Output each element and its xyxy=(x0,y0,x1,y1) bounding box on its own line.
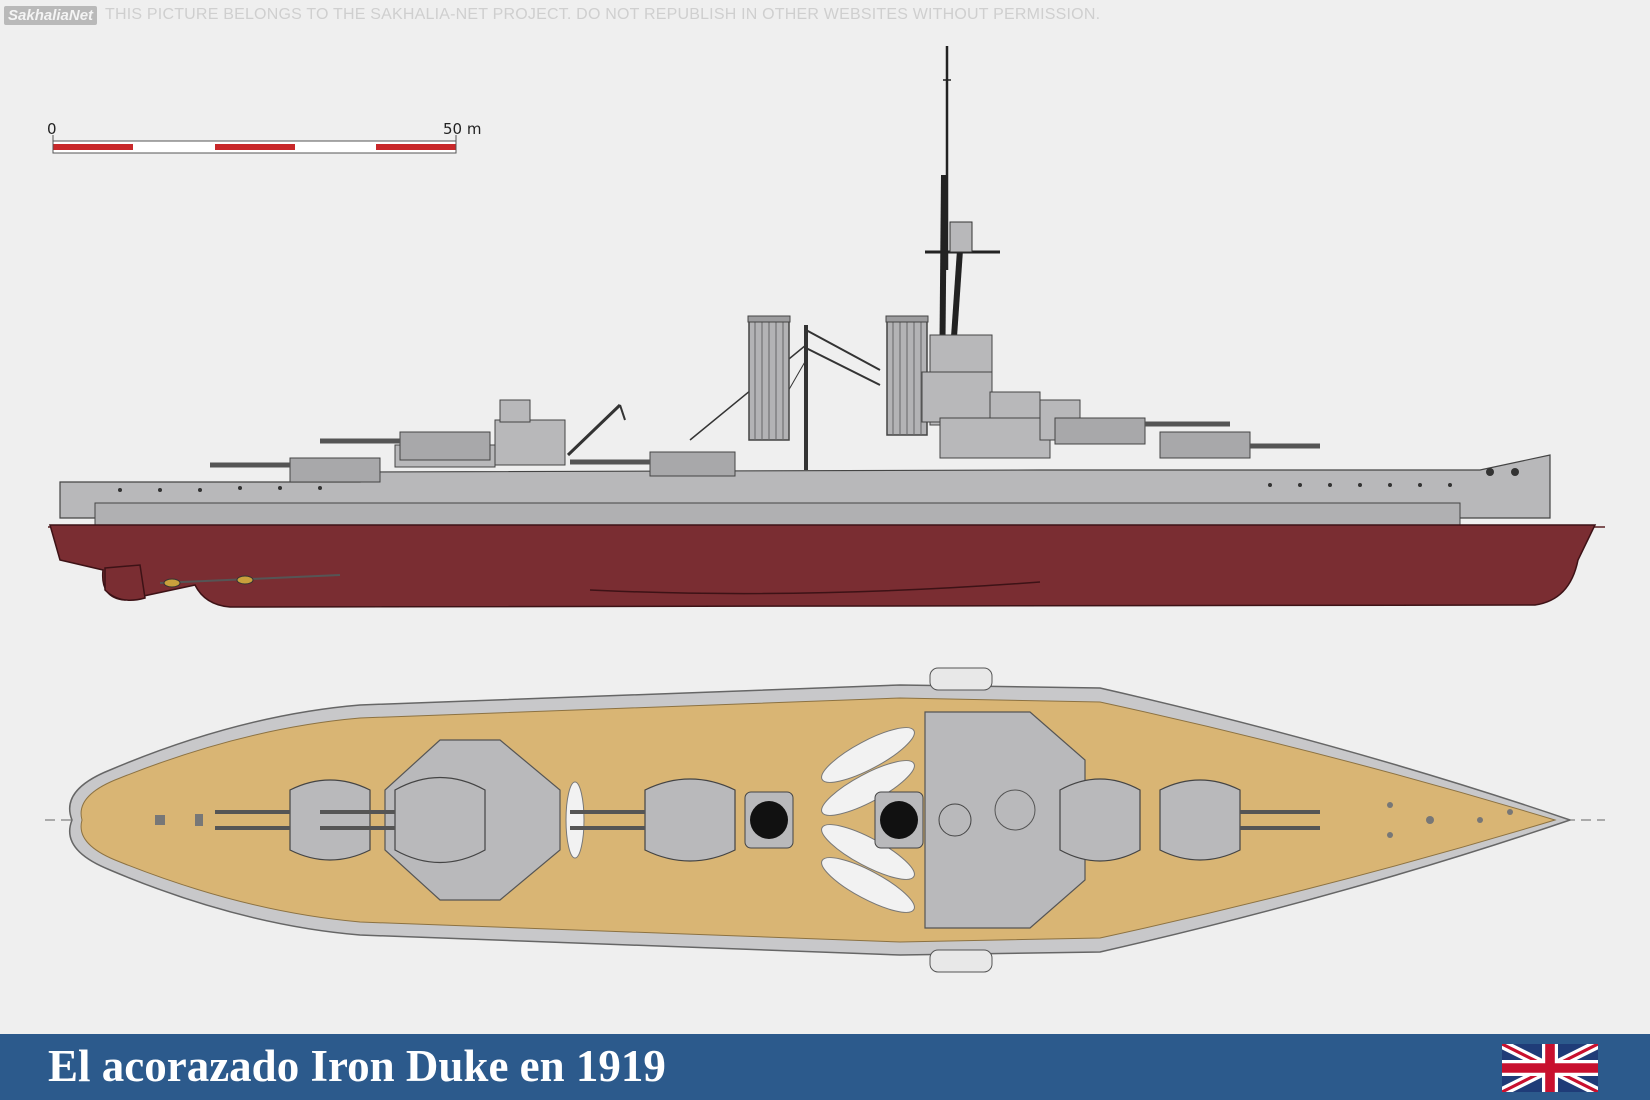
after-superstructure xyxy=(394,399,626,468)
profile-turrets xyxy=(210,417,1320,483)
union-jack-icon xyxy=(1502,1044,1598,1092)
propeller xyxy=(236,575,254,585)
portholes xyxy=(118,468,1519,492)
ship-drawing xyxy=(45,46,1605,973)
funnels-plan xyxy=(744,791,924,849)
foremast-top-plan xyxy=(938,803,972,837)
scale-start-label: 0 xyxy=(47,120,57,138)
watermark-text: THIS PICTURE BELONGS TO THE SAKHALIA-NET… xyxy=(105,6,1101,23)
turret-barrels-plan xyxy=(215,810,1320,830)
profile-view xyxy=(48,46,1605,608)
boats xyxy=(565,727,915,913)
bridge-wing-port xyxy=(929,667,993,691)
after-funnel xyxy=(747,315,791,441)
caption-title: El acorazado Iron Duke en 1919 xyxy=(48,1041,666,1091)
scale-bar xyxy=(52,135,457,154)
caption-bar: El acorazado Iron Duke en 1919 xyxy=(0,1034,1650,1100)
lower-hull xyxy=(49,524,1597,608)
bridge-superstructure xyxy=(921,334,1081,459)
watermark-bar: SakhaliaNet THIS PICTURE BELONGS TO THE … xyxy=(4,4,1100,26)
site-logo: SakhaliaNet xyxy=(4,5,98,25)
turrets-plan xyxy=(289,776,1241,864)
plan-view xyxy=(45,667,1605,973)
forward-funnel xyxy=(885,315,929,436)
propeller xyxy=(163,578,181,588)
conning-tower-plan xyxy=(994,789,1036,831)
bilge-keel xyxy=(589,581,1041,595)
rudder xyxy=(104,564,146,601)
bridge-wing-starboard xyxy=(929,949,993,973)
deck-fittings xyxy=(155,802,1513,838)
scale-end-label: 50 m xyxy=(443,120,482,138)
